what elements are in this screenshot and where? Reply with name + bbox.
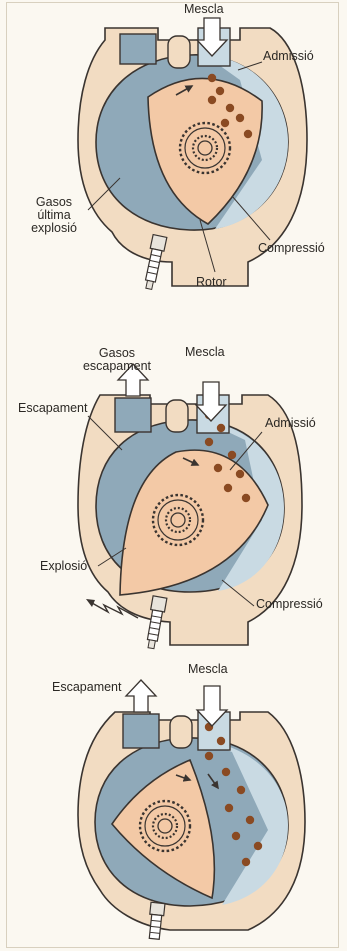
- label-escapament-2: Escapament: [18, 402, 87, 415]
- label-rotor: Rotor: [196, 276, 227, 289]
- label-explosio: Explosió: [40, 560, 87, 573]
- label-mescla-1: Mescla: [184, 3, 224, 16]
- label-gasos-escapament: Gasos escapament: [72, 347, 162, 373]
- label-escapament-3: Escapament: [52, 681, 121, 694]
- label-admissio-2: Admissió: [265, 417, 316, 430]
- panel-3-engine: [78, 680, 305, 940]
- label-admissio-1: Admissió: [263, 50, 314, 63]
- label-gasos-ultima-explosio: Gasos última explosió: [24, 196, 84, 235]
- label-mescla-3: Mescla: [188, 663, 228, 676]
- label-compressio-1: Compressió: [258, 242, 325, 255]
- label-mescla-2: Mescla: [185, 346, 225, 359]
- label-compressio-2: Compressió: [256, 598, 323, 611]
